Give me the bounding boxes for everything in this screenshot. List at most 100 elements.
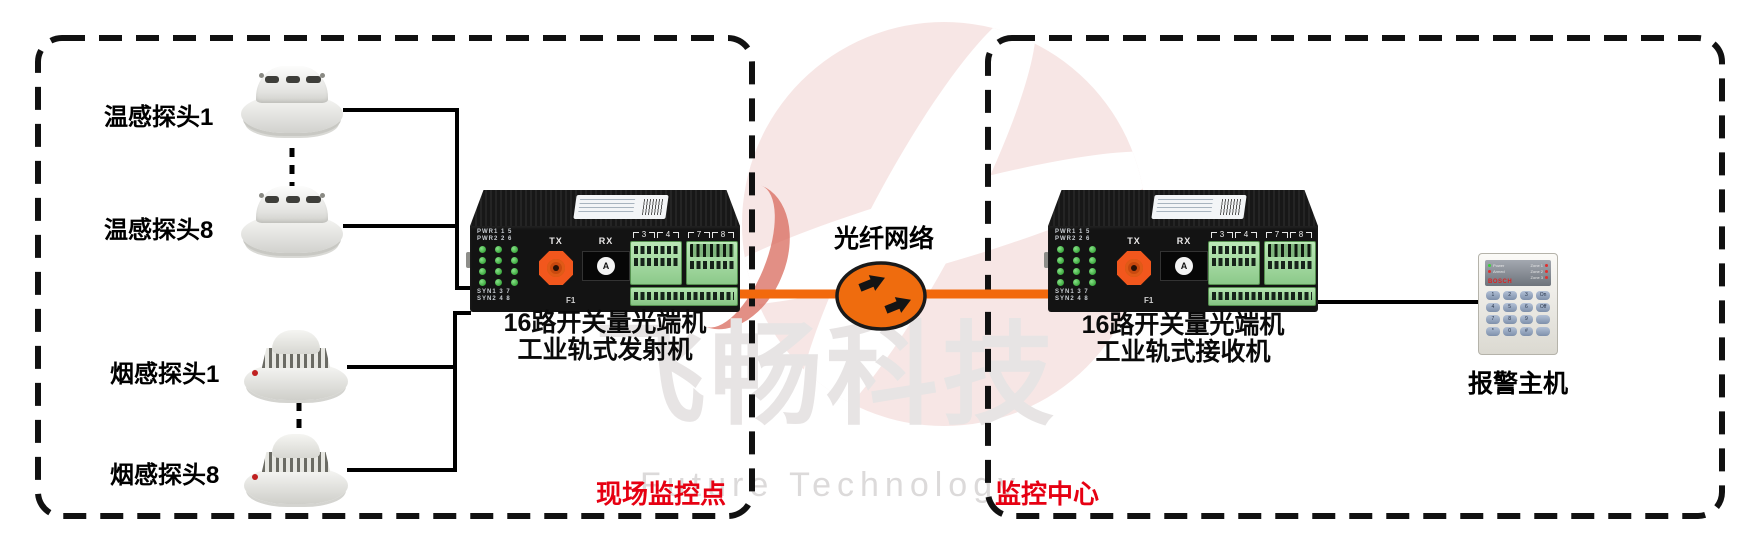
smoke-sensor-1-label: 烟感探头1 [110,361,220,388]
receiver-device: PWR1 1 5 PWR2 2 6 SYN1 3 7 SYN2 4 8 TX R… [1044,190,1318,312]
fiber-arrows-icon [858,275,911,314]
receiver-name-line1: 16路开关量光端机 [1081,311,1285,339]
rx-port: RX A [582,236,630,281]
center-box-border [985,35,1725,519]
vent-slit [264,76,280,83]
rx-fiber-port-icon: A [582,251,630,281]
device-top-panel [470,190,740,226]
tx-port: TX [536,236,576,285]
terminal-label-7: 7 [688,230,710,239]
device-front-panel: PWR1 1 5 PWR2 2 6 SYN1 3 7 SYN2 4 8 TX R… [1048,226,1318,312]
terminal-slots [634,258,678,266]
transmitter-name: 16路开关量光端机 工业轨式发射机 [440,310,770,364]
rx-port: RX A [1160,236,1208,281]
zone1-label: Zone 1 [1530,262,1543,268]
led-panel: PWR1 1 5 PWR2 2 6 SYN1 3 7 SYN2 4 8 [1055,229,1111,303]
terminal-pins [690,244,734,257]
terminal-block [1208,241,1260,285]
tx-fiber-connector-icon [539,251,573,285]
device-front-panel: PWR1 1 5 PWR2 2 6 SYN1 3 7 SYN2 4 8 TX R… [470,226,740,312]
led-label-pwr2: PWR2 2 6 [1055,236,1091,242]
zone1-led [1545,263,1548,267]
zone3-led [1545,275,1548,279]
terminal-label-8: 8 [1290,230,1312,239]
led-label-pwr2: PWR2 2 6 [477,236,513,242]
terminal-slots [1268,261,1312,269]
terminal-area: 3 4 7 8 [1208,230,1316,308]
smoke-sensor-8-label: 烟感探头8 [110,462,220,489]
tx-label: TX [1127,236,1141,246]
sensor-dome [256,66,328,103]
terminal-slots [634,292,734,300]
keypad-key: 7 [1486,315,1500,324]
sensor-cap [272,330,320,354]
smoke-sensor-1 [244,330,348,404]
device-label-sticker [1151,195,1247,219]
led-label-pwr1: PWR1 1 5 [1055,229,1091,235]
sensor-dome [256,186,328,223]
keypad-key: # [1519,327,1534,336]
f1-label: F1 [566,296,576,305]
terminal-block-bottom [1208,287,1316,306]
smoke-sensor-8 [244,434,348,508]
din-rail-clip [466,252,471,268]
keypad-keys: 1 2 3 On 4 5 6 Off 7 8 9 * 0 # [1486,291,1550,336]
screw-dot [259,193,265,199]
led-label-syn2: SYN2 4 8 [1055,296,1089,302]
keypad-key: 0 [1502,327,1517,336]
terminal-block [686,241,738,285]
receiver-name-line2: 工业轨式接收机 [1095,338,1271,366]
terminal-label-4: 4 [1235,230,1257,239]
terminal-block [630,241,682,285]
keypad-key: 3 [1519,291,1534,300]
keypad-key: 6 [1519,303,1534,312]
keypad-key: * [1486,327,1500,336]
tx-label: TX [549,236,563,246]
device-label-sticker [573,195,669,219]
transmitter-name-line2: 工业轨式发射机 [517,336,693,364]
site-box-border [35,35,755,519]
zone2-led [1545,269,1548,273]
watermark-text-cn: 飞畅科技 [594,313,1058,438]
keypad-key: On [1536,291,1550,300]
armed-led [1488,269,1491,273]
rx-port-letter: A [1175,257,1193,275]
rx-label: RX [598,236,614,246]
watermark-text-en: Future Technology [640,466,1022,504]
led-label-syn1: SYN1 3 7 [1055,289,1089,295]
terminal-slots [634,246,678,254]
rx-port-letter: A [597,257,615,275]
sensor-led [252,473,259,480]
keypad-key: 1 [1486,291,1500,300]
led-label-syn1: SYN1 3 7 [477,289,511,295]
sensor-led [252,369,259,376]
led-label-syn2: SYN2 4 8 [477,296,511,302]
vent-slit [306,196,321,203]
terminal-label-3: 3 [1211,230,1233,239]
power-led [1488,263,1491,267]
keypad-key: 8 [1502,315,1517,324]
smoke-sensor-bus-line [347,311,471,472]
led-grid [479,246,533,286]
sensor-cap [272,434,320,458]
sensor-base [244,362,348,400]
screw-dot [319,73,325,79]
sensor-base [244,466,348,504]
tx-fiber-connector-icon [1117,251,1151,285]
keypad-key: 2 [1502,291,1517,300]
transmitter-name-line1: 16路开关量光端机 [503,309,707,337]
armed-label: Armed [1493,268,1505,274]
zone2-label: Zone 2 [1530,268,1543,274]
terminal-slots [1212,246,1256,254]
zone3-label: Zone 3 [1530,274,1543,280]
keypad-key [1536,315,1550,324]
keypad-key: 4 [1486,303,1500,312]
keypad-key [1536,327,1550,336]
terminal-slots [1212,258,1256,266]
rx-label: RX [1176,236,1192,246]
vent-slit [264,196,280,203]
transmitter-device: PWR1 1 5 PWR2 2 6 SYN1 3 7 SYN2 4 8 TX R… [466,190,740,312]
screw-dot [259,73,265,79]
